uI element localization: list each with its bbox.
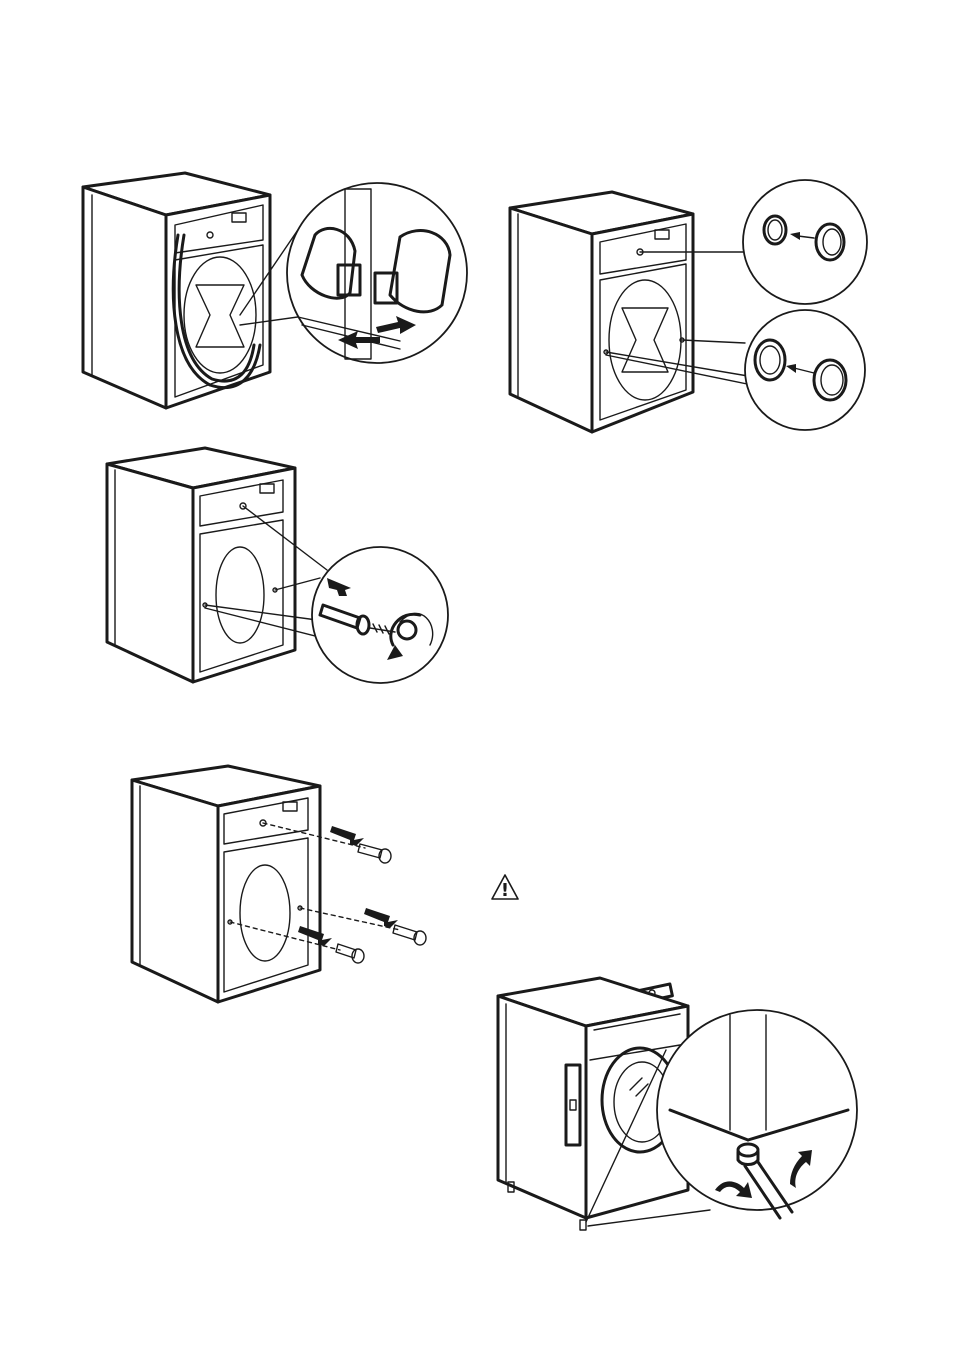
fig-unscrew-transit-bolts — [95, 440, 455, 690]
fig-remove-spacers — [120, 760, 450, 1010]
fig-level-machine — [490, 970, 870, 1240]
warning-glyph: ! — [501, 880, 509, 901]
fig-insert-plastic-caps — [500, 180, 880, 440]
fig-remove-hose-bracket — [70, 165, 470, 425]
warning-triangle-icon: ! — [490, 872, 520, 902]
